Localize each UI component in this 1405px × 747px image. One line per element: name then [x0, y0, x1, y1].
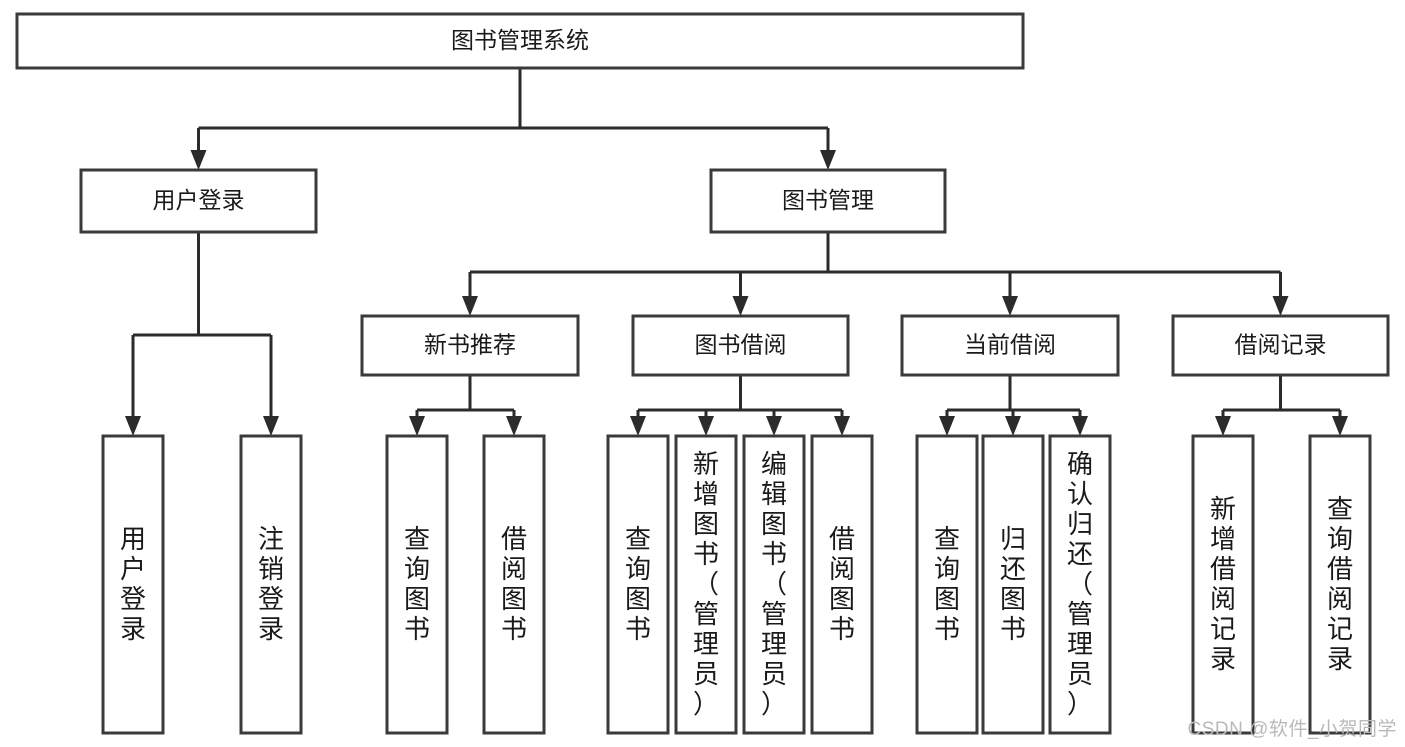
arrowhead-leaf-confirm-return-admin: [1072, 416, 1088, 436]
node-box-leaf-query-book-cur: [915, 434, 979, 735]
arrowhead-user-login: [190, 150, 207, 170]
node-root[interactable]: 图书管理系统: [15, 12, 1025, 70]
node-label-leaf-borrow-book-rec: 借阅图书: [501, 524, 527, 644]
edges-layer: [125, 68, 1348, 436]
arrowhead-leaf-edit-book-admin: [766, 416, 782, 436]
node-user-login[interactable]: 用户登录: [79, 168, 318, 234]
node-leaf-query-book-rec[interactable]: 查询图书: [385, 434, 449, 735]
arrowhead-leaf-borrow-book: [834, 416, 850, 436]
node-label-new-book-recommend: 新书推荐: [424, 332, 516, 358]
node-label-leaf-query-book-rec: 查询图书: [404, 524, 430, 644]
node-box-book-management: [709, 168, 947, 234]
arrowhead-leaf-query-book-rec: [409, 416, 425, 436]
node-box-leaf-borrow-book-rec: [482, 434, 546, 735]
node-current-borrow[interactable]: 当前借阅: [900, 314, 1120, 377]
node-box-root: [15, 12, 1025, 70]
node-leaf-user-login[interactable]: 用户登录: [101, 434, 165, 735]
node-leaf-confirm-return-admin[interactable]: 确认归还（管理员）: [1048, 434, 1112, 735]
node-label-leaf-add-record: 新增借阅记录: [1210, 494, 1236, 674]
node-label-book-management: 图书管理: [782, 187, 874, 213]
nodes-layer: 图书管理系统用户登录图书管理新书推荐图书借阅当前借阅借阅记录用户登录注销登录查询…: [15, 12, 1390, 735]
node-box-leaf-query-book-rec: [385, 434, 449, 735]
node-leaf-borrow-book[interactable]: 借阅图书: [810, 434, 874, 735]
node-label-root: 图书管理系统: [451, 27, 589, 53]
arrowhead-leaf-add-book-admin: [698, 416, 714, 436]
node-label-leaf-borrow-book: 借阅图书: [829, 524, 855, 644]
node-label-leaf-query-record: 查询借阅记录: [1327, 494, 1353, 674]
arrowhead-leaf-return-book: [1005, 416, 1021, 436]
node-box-current-borrow: [900, 314, 1120, 377]
node-leaf-query-record[interactable]: 查询借阅记录: [1308, 434, 1372, 735]
node-box-leaf-borrow-book: [810, 434, 874, 735]
node-box-leaf-edit-book-admin: [742, 434, 806, 735]
node-leaf-query-book[interactable]: 查询图书: [606, 434, 670, 735]
node-label-leaf-query-book-cur: 查询图书: [934, 524, 960, 644]
node-leaf-borrow-book-rec[interactable]: 借阅图书: [482, 434, 546, 735]
node-leaf-add-record[interactable]: 新增借阅记录: [1191, 434, 1255, 735]
node-label-leaf-return-book: 归还图书: [1000, 524, 1026, 644]
node-leaf-return-book[interactable]: 归还图书: [981, 434, 1045, 735]
node-box-user-login: [79, 168, 318, 234]
node-box-leaf-add-record: [1191, 434, 1255, 735]
arrowhead-current-borrow: [1002, 296, 1018, 316]
arrowhead-borrow-records: [1272, 296, 1289, 316]
node-label-borrow-records: 借阅记录: [1235, 332, 1327, 358]
node-borrow-records[interactable]: 借阅记录: [1171, 314, 1390, 377]
node-box-borrow-records: [1171, 314, 1390, 377]
arrowhead-leaf-borrow-book-rec: [506, 416, 522, 436]
node-box-leaf-confirm-return-admin: [1048, 434, 1112, 735]
node-label-user-login: 用户登录: [153, 187, 245, 213]
arrowhead-leaf-user-login: [125, 416, 141, 436]
node-book-borrow[interactable]: 图书借阅: [631, 314, 850, 377]
node-box-leaf-logout: [239, 434, 303, 735]
arrowhead-new-book-recommend: [462, 296, 478, 316]
arrowhead-leaf-query-record: [1332, 416, 1348, 436]
arrowhead-book-borrow: [732, 296, 749, 316]
arrowhead-leaf-query-book: [630, 416, 646, 436]
node-leaf-logout[interactable]: 注销登录: [239, 434, 303, 735]
node-leaf-query-book-cur[interactable]: 查询图书: [915, 434, 979, 735]
node-label-book-borrow: 图书借阅: [695, 332, 787, 358]
node-box-book-borrow: [631, 314, 850, 377]
node-book-management[interactable]: 图书管理: [709, 168, 947, 234]
node-new-book-recommend[interactable]: 新书推荐: [360, 314, 580, 377]
node-box-leaf-user-login: [101, 434, 165, 735]
arrowhead-leaf-logout: [263, 416, 279, 436]
node-label-leaf-user-login: 用户登录: [120, 524, 146, 644]
node-label-leaf-edit-book-admin: 编辑图书（管理员）: [761, 449, 787, 719]
node-label-leaf-confirm-return-admin: 确认归还（管理员）: [1067, 449, 1093, 719]
node-box-leaf-add-book-admin: [674, 434, 738, 735]
node-leaf-edit-book-admin[interactable]: 编辑图书（管理员）: [742, 434, 806, 735]
node-box-leaf-return-book: [981, 434, 1045, 735]
arrowhead-leaf-add-record: [1215, 416, 1231, 436]
arrowhead-book-management: [820, 150, 836, 170]
node-label-leaf-query-book: 查询图书: [625, 524, 651, 644]
node-box-new-book-recommend: [360, 314, 580, 377]
node-leaf-add-book-admin[interactable]: 新增图书（管理员）: [674, 434, 738, 735]
arrowhead-leaf-query-book-cur: [939, 416, 955, 436]
node-label-leaf-logout: 注销登录: [258, 524, 284, 644]
node-box-leaf-query-record: [1308, 434, 1372, 735]
node-label-leaf-add-book-admin: 新增图书（管理员）: [693, 449, 719, 719]
node-box-leaf-query-book: [606, 434, 670, 735]
node-label-current-borrow: 当前借阅: [964, 332, 1056, 358]
